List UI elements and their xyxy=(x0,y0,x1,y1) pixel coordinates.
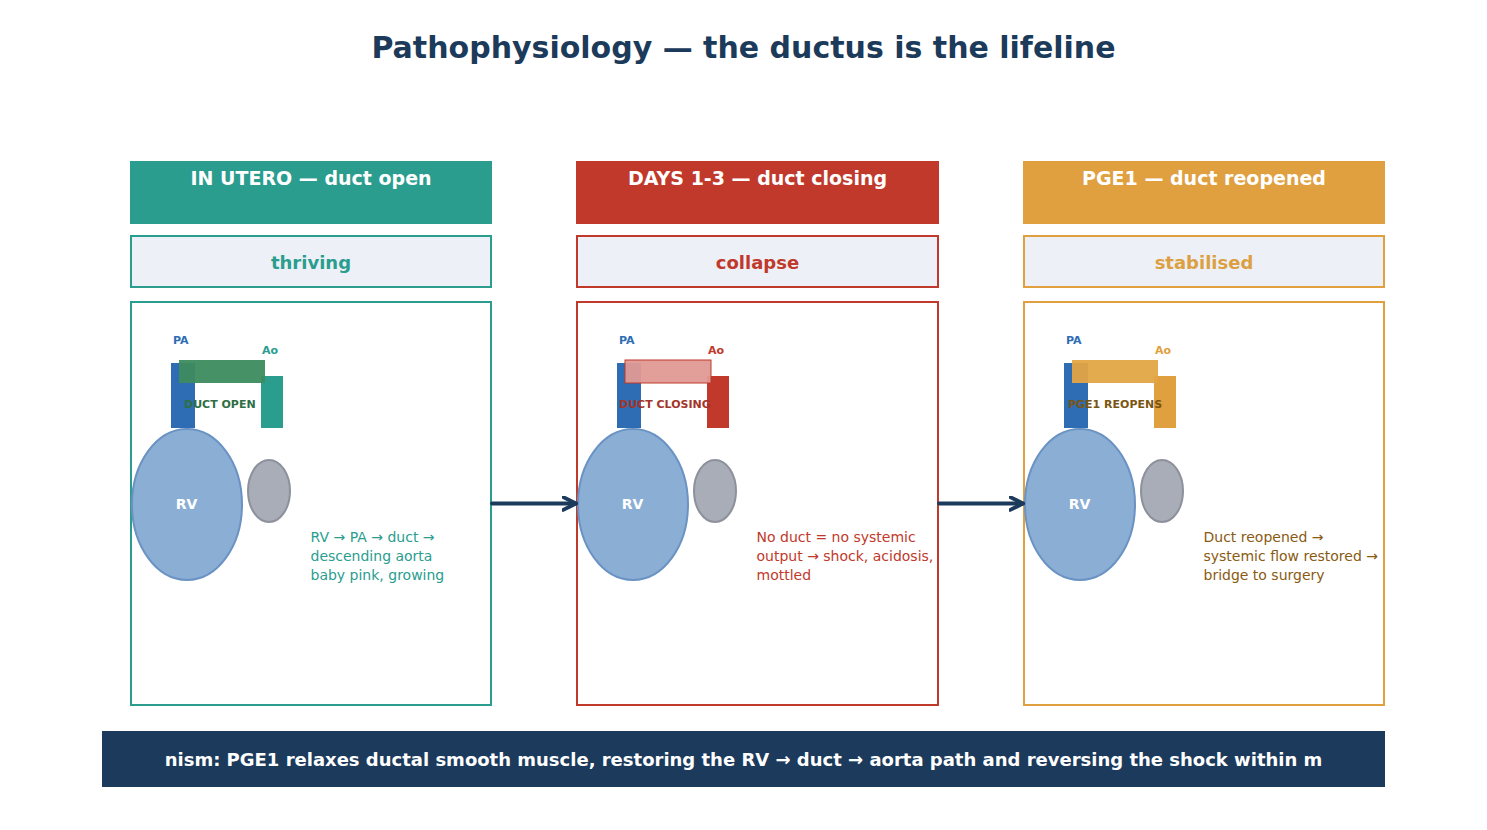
mechanism-band: nism: PGE1 relaxes ductal smooth muscle,… xyxy=(102,731,1385,787)
stage-heading: IN UTERO — duct open xyxy=(130,167,492,189)
pulmonary-artery xyxy=(617,363,641,428)
aorta xyxy=(1154,376,1176,428)
chamber-label: RV xyxy=(1069,496,1091,512)
panel-heart xyxy=(171,360,290,522)
vessel-label: PA xyxy=(619,334,635,347)
pulmonary-artery xyxy=(1064,363,1088,428)
status-box: thriving xyxy=(130,235,492,288)
ductus-label: PGE1 REOPENS xyxy=(1068,398,1162,411)
stage-heading: DAYS 1-3 — duct closing xyxy=(576,167,939,189)
panel-box: RV → PA → duct → descending aorta baby p… xyxy=(130,301,492,706)
vessel-label: PA xyxy=(1066,334,1082,347)
ductus-label: DUCT CLOSING xyxy=(619,398,711,411)
ductus-bar xyxy=(625,360,711,383)
transition-arrow xyxy=(492,502,576,506)
panel-box: Duct reopened → systemic flow restored →… xyxy=(1023,301,1385,706)
status-text: thriving xyxy=(132,251,490,272)
ventricle-shape xyxy=(132,429,242,580)
left-ventricle xyxy=(694,460,736,522)
chamber-label: RV xyxy=(622,496,644,512)
right-ventricle-ellipse: RV xyxy=(1024,428,1136,581)
left-ventricle xyxy=(248,460,290,522)
right-ventricle-ellipse: RV xyxy=(131,428,243,581)
ventricle-shape xyxy=(1025,429,1135,580)
vessel-label: Ao xyxy=(262,344,278,357)
status-box: stabilised xyxy=(1023,235,1385,288)
ductus-bar xyxy=(179,360,265,383)
vessel-label: PA xyxy=(173,334,189,347)
ductus-label: DUCT OPEN xyxy=(184,398,256,411)
right-ventricle-ellipse: RV xyxy=(577,428,689,581)
ventricle-shape xyxy=(578,429,688,580)
panel-description: No duct = no systemic output → shock, ac… xyxy=(757,528,939,585)
aorta xyxy=(261,376,283,428)
stage-header-band: DAYS 1-3 — duct closing xyxy=(576,161,939,224)
ductus-bar xyxy=(1072,360,1158,383)
panel-heart xyxy=(617,360,736,522)
aorta xyxy=(707,376,729,428)
mechanism-text: nism: PGE1 relaxes ductal smooth muscle,… xyxy=(165,749,1323,770)
vessel-label: Ao xyxy=(708,344,724,357)
vessel-label: Ao xyxy=(1155,344,1171,357)
transition-arrow xyxy=(939,502,1023,506)
chamber-label: RV xyxy=(176,496,198,512)
panel-box: No duct = no systemic output → shock, ac… xyxy=(576,301,939,706)
panel-description: Duct reopened → systemic flow restored →… xyxy=(1204,528,1386,585)
status-text: stabilised xyxy=(1025,251,1383,272)
stage-heading: PGE1 — duct reopened xyxy=(1023,167,1385,189)
panel-description: RV → PA → duct → descending aorta baby p… xyxy=(311,528,463,585)
stage-header-band: IN UTERO — duct open xyxy=(130,161,492,224)
pulmonary-artery xyxy=(171,363,195,428)
diagram-title: Pathophysiology — the ductus is the life… xyxy=(0,30,1487,65)
status-text: collapse xyxy=(578,251,937,272)
panel-heart xyxy=(1064,360,1183,522)
left-ventricle xyxy=(1141,460,1183,522)
stage-header-band: PGE1 — duct reopened xyxy=(1023,161,1385,224)
status-box: collapse xyxy=(576,235,939,288)
